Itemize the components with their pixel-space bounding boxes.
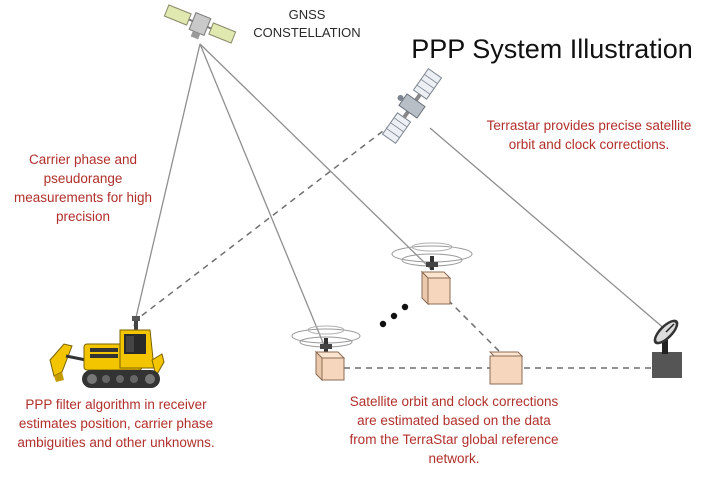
note-line: pseudorange	[43, 171, 123, 186]
terrastar-note: Terrastar provides precise satellite orb…	[466, 116, 712, 154]
reference-station-icon	[291, 325, 361, 382]
gnss-constellation-label: GNSS CONSTELLATION	[232, 6, 382, 42]
note-line: orbit and clock corrections.	[508, 137, 670, 152]
terrastar-satellite-icon	[381, 67, 443, 145]
note-line: Terrastar provides precise satellite	[486, 118, 692, 133]
note-line: are estimated based on the data	[357, 413, 551, 428]
note-line: network.	[428, 451, 480, 466]
reference-station-icon	[391, 242, 473, 306]
note-line: estimates position, carrier phase	[18, 416, 214, 431]
note-line: from the TerraStar global reference	[349, 432, 559, 447]
gnss-satellite-icon	[163, 4, 237, 44]
gnss-label-line: GNSS	[288, 7, 326, 22]
correction-link-to-receiver	[135, 117, 401, 321]
note-line: PPP filter algorithm in receiver	[25, 397, 207, 412]
note-line: precision	[55, 209, 111, 224]
uplink-dish-icon	[652, 319, 682, 378]
page-title: PPP System Illustration	[411, 34, 693, 64]
ppp-filter-note: PPP filter algorithm in receiver estimat…	[0, 395, 232, 452]
note-line: Carrier phase and	[28, 152, 138, 167]
note-line: ambiguities and other unknowns.	[17, 435, 215, 450]
signal-line-to-dish	[429, 127, 667, 331]
ellipsis-dots	[379, 303, 409, 328]
network-link-2	[447, 299, 501, 353]
reference-network-note: Satellite orbit and clock corrections ar…	[318, 392, 590, 468]
bulldozer-receiver-icon	[49, 316, 165, 388]
note-line: Satellite orbit and clock corrections	[349, 394, 559, 409]
signal-line-to-station-1	[199, 43, 327, 351]
signal-line-to-receiver	[133, 43, 201, 327]
measurements-note: Carrier phase and pseudorange measuremen…	[0, 150, 166, 226]
gnss-label-line: CONSTELLATION	[253, 25, 361, 40]
reference-station-icon	[488, 351, 524, 385]
note-line: measurements for high	[13, 190, 153, 205]
signal-line-to-station-2	[199, 43, 433, 271]
